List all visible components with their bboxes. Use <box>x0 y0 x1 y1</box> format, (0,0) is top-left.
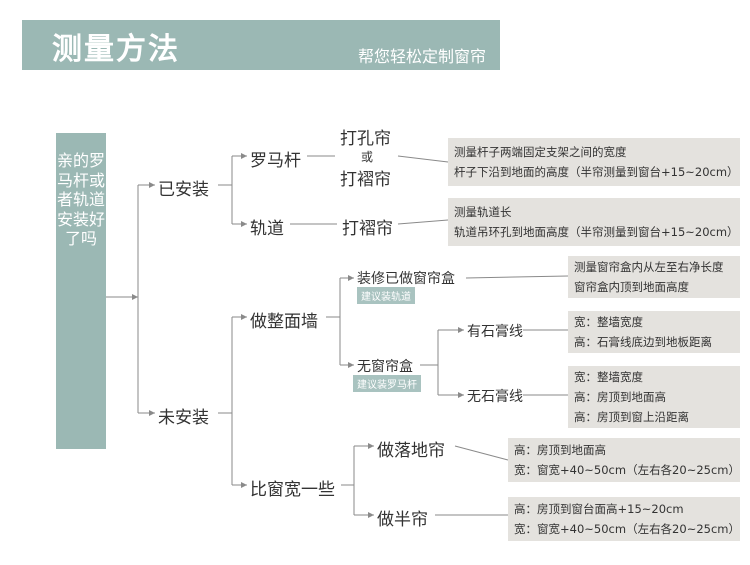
node-punched-curtain: 打孔帘 <box>340 129 391 149</box>
node-floor-length: 做落地帘 <box>377 441 445 461</box>
root-question-text: 亲的罗马杆或者轨道安装好了吗 <box>56 151 105 248</box>
info-line: 宽：整墙宽度 <box>574 370 643 384</box>
node-no-box: 无窗帘盒 <box>357 359 413 375</box>
node-with-plaster-line: 有石膏线 <box>467 324 523 340</box>
info-line: 窗帘盒内顶到地面高度 <box>574 280 689 294</box>
info-line: 宽：窗宽+40~50cm（左右各20~25cm） <box>514 522 740 536</box>
info-line: 宽：整墙宽度 <box>574 315 643 329</box>
info-line: 宽：窗宽+40~50cm（左右各20~25cm） <box>514 463 740 477</box>
header-bar <box>22 20 500 70</box>
info-line: 高：房顶到地面高 <box>514 443 606 457</box>
tag-suggest-roman-rod: 建议装罗马杆 <box>353 375 421 392</box>
info-line: 测量轨道长 <box>454 205 512 219</box>
info-box-without-line: 宽：整墙宽度 高：房顶到地面高 高：房顶到窗上沿距离 <box>568 366 740 428</box>
node-wider-than-window: 比窗宽一些 <box>250 480 335 500</box>
info-line: 杆子下沿到地面的高度（半帘测量到窗台+15~20cm） <box>454 165 739 179</box>
info-line: 测量杆子两端固定支架之间的宽度 <box>454 145 627 159</box>
node-half-length: 做半帘 <box>377 510 428 530</box>
node-without-plaster-line: 无石膏线 <box>467 389 523 405</box>
node-not-installed: 未安装 <box>158 408 209 428</box>
node-track: 轨道 <box>250 219 284 239</box>
info-line: 测量窗帘盒内从左至右净长度 <box>574 260 724 274</box>
node-box-done: 装修已做窗帘盒 <box>357 271 455 287</box>
info-box-floor: 高：房顶到地面高 宽：窗宽+40~50cm（左右各20~25cm） <box>508 438 740 482</box>
root-question-box: 亲的罗马杆或者轨道安装好了吗 <box>56 133 106 449</box>
info-line: 高：房顶到窗上沿距离 <box>574 410 689 424</box>
node-roman-rod: 罗马杆 <box>250 151 301 171</box>
info-box-roman: 测量杆子两端固定支架之间的宽度 杆子下沿到地面的高度（半帘测量到窗台+15~20… <box>448 138 740 186</box>
info-line: 轨道吊环孔到地面高度（半帘测量到窗台+15~20cm） <box>454 225 739 239</box>
info-line: 高：房顶到地面高 <box>574 390 666 404</box>
info-box-half: 高：房顶到窗台面高+15~20cm 宽：窗宽+40~50cm（左右各20~25c… <box>508 497 740 541</box>
node-pleated-curtain-roman: 打褶帘 <box>340 170 391 190</box>
info-box-with-line: 宽：整墙宽度 高：石膏线底边到地板距离 <box>568 311 740 353</box>
info-box-track: 测量轨道长 轨道吊环孔到地面高度（半帘测量到窗台+15~20cm） <box>448 198 740 246</box>
info-box-box-done: 测量窗帘盒内从左至右净长度 窗帘盒内顶到地面高度 <box>568 256 740 298</box>
node-pleated-curtain-track: 打褶帘 <box>342 219 393 239</box>
node-full-wall: 做整面墙 <box>250 312 318 332</box>
node-installed: 已安装 <box>158 180 209 200</box>
page-subtitle: 帮您轻松定制窗帘 <box>358 47 487 66</box>
info-line: 高：石膏线底边到地板距离 <box>574 335 712 349</box>
tag-suggest-track: 建议装轨道 <box>357 287 415 304</box>
info-line: 高：房顶到窗台面高+15~20cm <box>514 502 684 516</box>
node-or: 或 <box>361 150 374 164</box>
page-title: 测量方法 <box>52 32 180 67</box>
